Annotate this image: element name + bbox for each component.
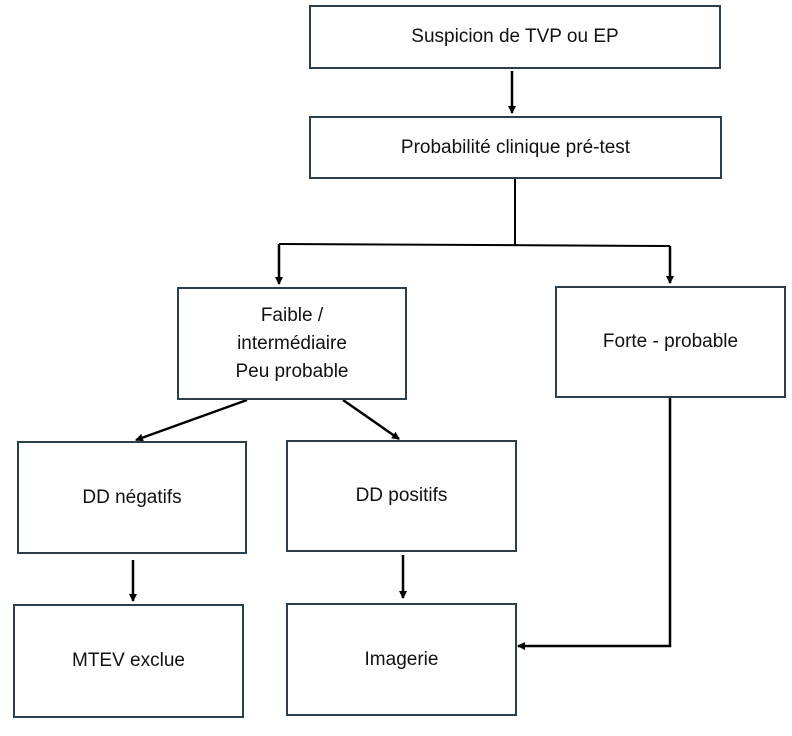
- arrow-faible-to-dd-positifs: [342, 398, 400, 441]
- arrow-forte-to-imagerie: [517, 398, 672, 650]
- node-suspicion: Suspicion de TVP ou EP: [309, 5, 721, 69]
- node-mtev-exclue: MTEV exclue: [13, 604, 244, 718]
- node-probabilite-clinique: Probabilité clinique pré-test: [309, 116, 722, 179]
- line-branch-horizontal: [278, 243, 671, 247]
- node-mtev-exclue-label: MTEV exclue: [72, 650, 185, 671]
- node-dd-positifs-label: DD positifs: [355, 485, 448, 506]
- node-forte-label: Forte - probable: [602, 331, 739, 352]
- node-imagerie: Imagerie: [286, 603, 517, 716]
- node-faible-label-line-2: intermédiaire: [237, 332, 347, 354]
- node-imagerie-label: Imagerie: [364, 648, 439, 670]
- node-faible-label-line-3: Peu probable: [235, 360, 349, 382]
- node-forte-probable: Forte - probable: [555, 286, 786, 398]
- node-dd-negatifs-label: DD négatifs: [82, 486, 182, 508]
- node-faible-intermediaire: Faible / intermédiaire Peu probable: [177, 287, 407, 400]
- node-dd-positifs: DD positifs: [286, 440, 517, 552]
- node-suspicion-label: Suspicion de TVP ou EP: [411, 26, 619, 47]
- node-faible-label-line-1: Faible /: [260, 304, 324, 326]
- node-probabilite-label: Probabilité clinique pré-test: [400, 136, 631, 158]
- node-dd-negatifs: DD négatifs: [17, 441, 247, 554]
- arrow-faible-to-dd-negatifs: [135, 398, 248, 442]
